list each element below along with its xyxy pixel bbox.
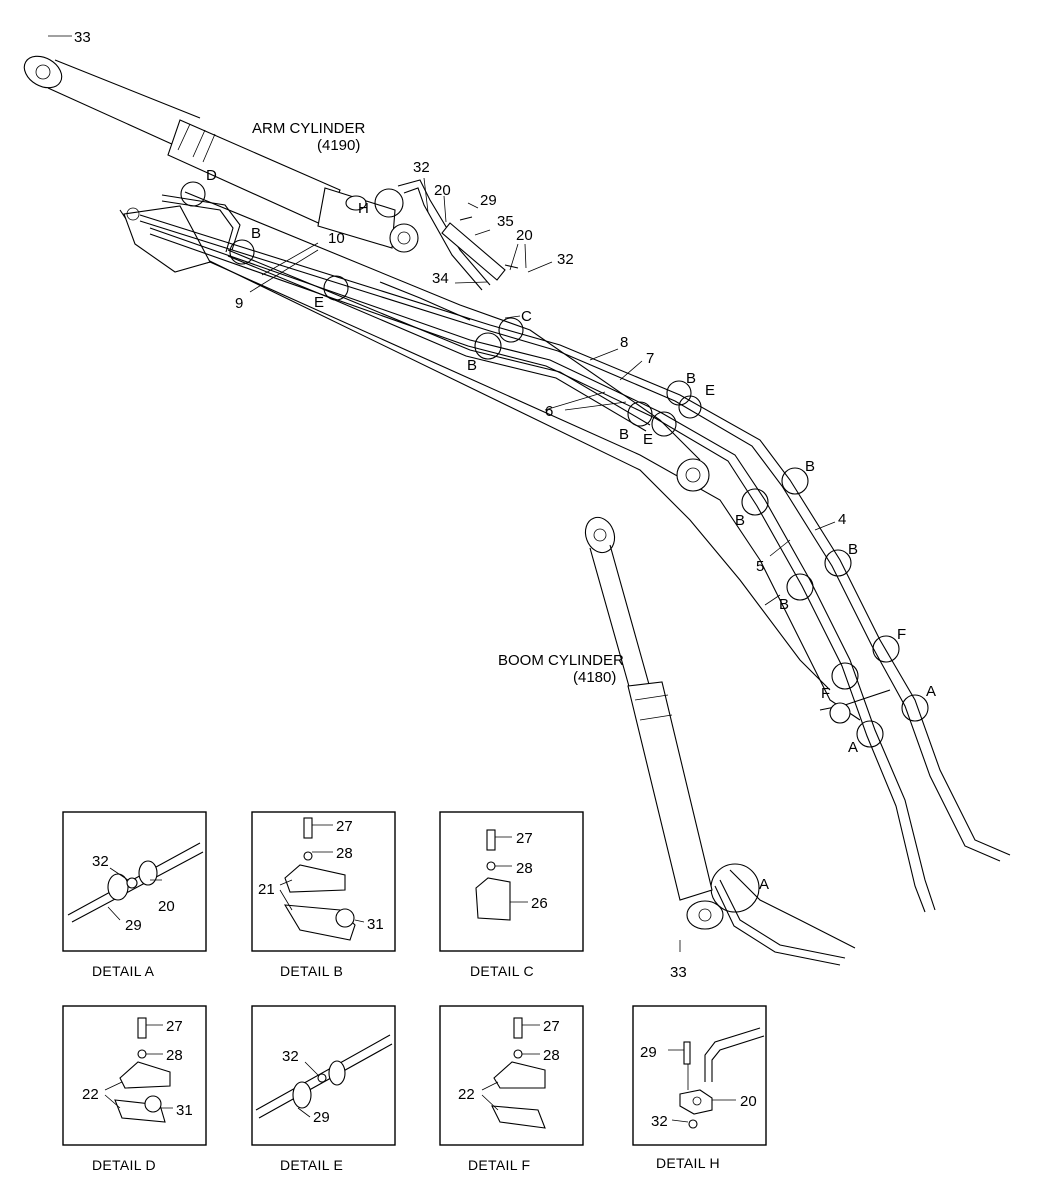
detail-h-part-20: 20 — [740, 1093, 757, 1110]
detail-d-part-27: 27 — [166, 1018, 183, 1035]
detail-e-part-29: 29 — [313, 1109, 330, 1126]
callout-29-upper: 29 — [480, 192, 497, 209]
detail-b-part-21: 21 — [258, 881, 275, 898]
callout-20-upper: 20 — [434, 182, 451, 199]
detail-f-part-22: 22 — [458, 1086, 475, 1103]
detail-a-caption: DETAIL A — [92, 963, 155, 979]
detail-e: 32 29 DETAIL E — [251, 1005, 396, 1173]
ref-c: C — [521, 308, 532, 325]
ref-a-3: A — [759, 876, 769, 893]
callout-20-right: 20 — [516, 227, 533, 244]
ref-b-4: B — [619, 426, 629, 443]
detail-h: 29 20 32 DETAIL H — [632, 1005, 767, 1171]
detail-c-part-27: 27 — [516, 830, 533, 847]
detail-c-part-26: 26 — [531, 895, 548, 912]
callout-9: 9 — [235, 295, 243, 312]
callout-8: 8 — [620, 334, 628, 351]
detail-d-part-31: 31 — [176, 1102, 193, 1119]
ref-f-1: F — [897, 626, 906, 643]
ref-b-5: B — [805, 458, 815, 475]
ref-e-2: E — [705, 382, 715, 399]
leader-lines — [48, 35, 836, 952]
detail-f: 27 28 22 DETAIL F — [439, 1005, 584, 1173]
ref-b-2: B — [467, 357, 477, 374]
ref-b-3: B — [686, 370, 696, 387]
detail-a-part-29: 29 — [125, 917, 142, 934]
boom-cylinder — [584, 516, 724, 930]
ref-e-3: E — [643, 431, 653, 448]
detail-d-part-22: 22 — [82, 1086, 99, 1103]
ref-a-2: A — [848, 739, 858, 756]
detail-e-caption: DETAIL E — [280, 1157, 343, 1173]
detail-b: 27 28 21 31 DETAIL B — [251, 811, 396, 979]
detail-a: 32 20 29 DETAIL A — [62, 811, 207, 979]
ref-e-1: E — [314, 294, 324, 311]
detail-b-part-31: 31 — [367, 916, 384, 933]
callout-7: 7 — [646, 350, 654, 367]
boom-cylinder-label: BOOM CYLINDER — [498, 652, 624, 669]
detail-b-part-27: 27 — [336, 818, 353, 835]
detail-c: 27 28 26 DETAIL C — [439, 811, 584, 979]
arm-cylinder-label: ARM CYLINDER — [252, 120, 366, 137]
callout-34: 34 — [432, 270, 449, 287]
callout-5: 5 — [756, 558, 764, 575]
detail-c-caption: DETAIL C — [470, 963, 534, 979]
hydraulic-pipes — [139, 179, 1011, 966]
detail-a-part-20: 20 — [158, 898, 175, 915]
detail-d-caption: DETAIL D — [92, 1157, 156, 1173]
detail-h-part-32: 32 — [651, 1113, 668, 1130]
arm-cylinder-code: (4190) — [317, 137, 360, 154]
callout-35: 35 — [497, 213, 514, 230]
callout-32-right: 32 — [557, 251, 574, 268]
main-assembly: ARM CYLINDER (4190) BOOM CYLINDER (4180)… — [23, 29, 1011, 981]
arm-cylinder — [23, 55, 419, 253]
detail-h-part-29: 29 — [640, 1044, 657, 1061]
ref-b-7: B — [848, 541, 858, 558]
detail-b-part-28: 28 — [336, 845, 353, 862]
boom-body — [119, 191, 891, 724]
detail-e-part-32: 32 — [282, 1048, 299, 1065]
ref-b-6: B — [735, 512, 745, 529]
callout-33-top: 33 — [74, 29, 91, 46]
callout-6: 6 — [545, 403, 553, 420]
ref-h: H — [358, 200, 369, 217]
detail-h-caption: DETAIL H — [656, 1155, 720, 1171]
ref-b-8: B — [779, 596, 789, 613]
ref-f-2: F — [821, 685, 830, 702]
detail-f-caption: DETAIL F — [468, 1157, 530, 1173]
detail-c-part-28: 28 — [516, 860, 533, 877]
ref-b-1: B — [251, 225, 261, 242]
detail-d: 27 28 22 31 DETAIL D — [62, 1005, 207, 1173]
ref-a-1: A — [926, 683, 936, 700]
callout-4: 4 — [838, 511, 846, 528]
callout-33-bottom: 33 — [670, 964, 687, 981]
callout-32-upper: 32 — [413, 159, 430, 176]
pipe-clamps — [180, 181, 929, 913]
callout-10: 10 — [328, 230, 345, 247]
detail-f-part-28: 28 — [543, 1047, 560, 1064]
detail-d-part-28: 28 — [166, 1047, 183, 1064]
detail-a-part-32: 32 — [92, 853, 109, 870]
detail-b-caption: DETAIL B — [280, 963, 343, 979]
boom-cylinder-code: (4180) — [573, 669, 616, 686]
detail-f-part-27: 27 — [543, 1018, 560, 1035]
ref-d: D — [206, 167, 217, 184]
